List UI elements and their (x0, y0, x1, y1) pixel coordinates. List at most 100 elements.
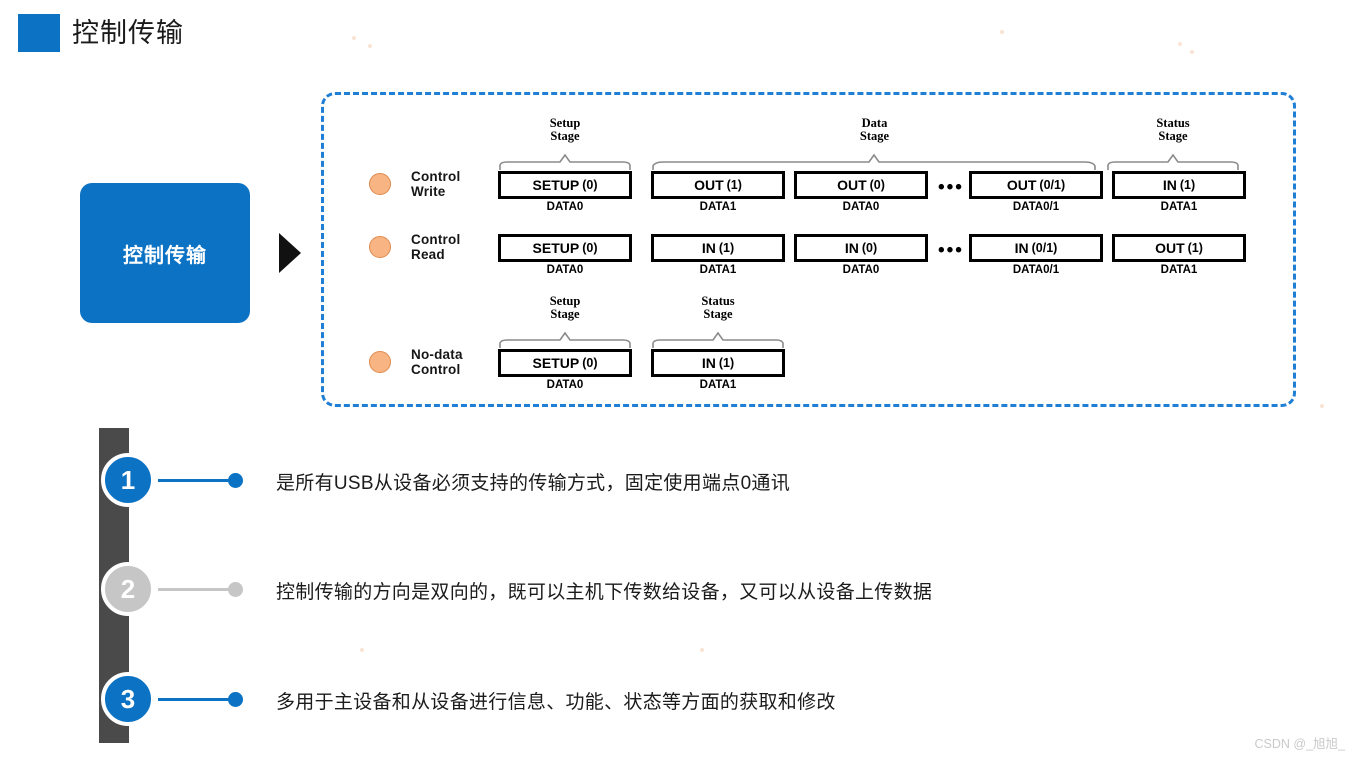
packet-name: IN (1014, 240, 1029, 256)
packet-name: SETUP (532, 177, 580, 193)
stage-label-line2: Stage (859, 129, 890, 143)
packet-value: (0) (861, 241, 878, 255)
control-transfer-card-label: 控制传输 (123, 244, 207, 267)
control-transfer-card: 控制传输 (80, 183, 250, 323)
stage-bracket-setup: Setup Stage (498, 295, 632, 349)
packet-name: OUT (837, 177, 867, 193)
stage-label-line2: Stage (703, 307, 733, 321)
packet-name: SETUP (532, 355, 580, 371)
list-number-label: 1 (120, 464, 136, 495)
list-connector-dot (228, 473, 243, 488)
packet-name: OUT (694, 177, 724, 193)
packet-data-label: DATA0 (546, 379, 584, 391)
list-connector-dot (228, 582, 243, 597)
decor-dot (1190, 50, 1194, 54)
packet-value: (0/1) (1039, 178, 1066, 192)
stage-label-line1: Setup (549, 294, 581, 308)
list-number-label: 3 (120, 683, 136, 714)
packet-data-label: DATA1 (699, 264, 737, 276)
list-item-text: 是所有USB从设备必须支持的传输方式，固定使用端点0通讯 (276, 473, 791, 494)
row-label-line2: Control (411, 362, 461, 377)
packet-value: (0) (582, 356, 598, 370)
packet-ellipsis: ••• (938, 240, 964, 261)
row-bullet-icon (369, 236, 391, 258)
packet-value: (0/1) (1031, 241, 1058, 255)
list-item-text: 多用于主设备和从设备进行信息、功能、状态等方面的获取和修改 (276, 692, 836, 713)
usb-control-transfer-diagram: Control Write Setup Stage Data Stage (321, 92, 1296, 407)
decor-dot (352, 36, 356, 40)
packet-value: (0) (582, 241, 598, 255)
stage-bracket-setup: Setup Stage (498, 117, 632, 171)
packet-box: IN (1) (651, 349, 785, 377)
list-connector-line (158, 588, 234, 591)
packet-name: OUT (1006, 177, 1037, 193)
row-bullet-icon (369, 351, 391, 373)
stage-label-line2: Stage (1158, 129, 1188, 143)
list-number-label: 2 (120, 573, 136, 604)
packet-data-label: DATA1 (699, 379, 737, 391)
packet-data-label: DATA0/1 (1012, 264, 1060, 276)
play-triangle-icon (279, 233, 301, 273)
bracket-shape-icon (499, 331, 631, 348)
packet-box: OUT (0/1) (969, 171, 1103, 199)
bracket-shape-icon (1107, 153, 1239, 170)
decor-dot (360, 648, 364, 652)
row-label-line2: Write (411, 184, 446, 199)
decor-dot (1178, 42, 1182, 46)
stage-label-line2: Stage (550, 307, 580, 321)
stage-bracket-status: Status Stage (651, 295, 785, 349)
packet-name: OUT (1155, 240, 1185, 256)
list-item-number-2: 2 (101, 562, 155, 616)
stage-bracket-status: Status Stage (1106, 117, 1240, 171)
bracket-shape-icon (499, 153, 631, 170)
page-title: 控制传输 (72, 18, 184, 48)
packet-data-label: DATA0/1 (1012, 201, 1060, 213)
row-label-line1: No-data (411, 347, 463, 362)
packet-box: OUT (0) (794, 171, 928, 199)
packet-data-label: DATA0 (842, 264, 880, 276)
decor-dot (368, 44, 372, 48)
packet-name: IN (1162, 177, 1177, 193)
packet-name: IN (701, 240, 716, 256)
row-label-line1: Control (411, 232, 461, 247)
header-accent-square (18, 14, 60, 52)
packet-data-label: DATA1 (1160, 201, 1198, 213)
packet-box: SETUP (0) (498, 349, 632, 377)
packet-name: IN (701, 355, 716, 371)
decor-dot (1000, 30, 1004, 34)
decor-dot (700, 648, 704, 652)
decor-dot (1320, 404, 1324, 408)
packet-ellipsis: ••• (938, 177, 964, 198)
packet-box: OUT (1) (651, 171, 785, 199)
packet-box: IN (0/1) (969, 234, 1103, 262)
packet-box: IN (1) (1112, 171, 1246, 199)
packet-value: (1) (1179, 178, 1196, 192)
packet-box: SETUP (0) (498, 171, 632, 199)
watermark: CSDN @_旭旭_ (1254, 737, 1346, 751)
packet-data-label: DATA1 (1160, 264, 1198, 276)
list-connector-dot (228, 692, 243, 707)
list-connector-line (158, 698, 234, 701)
packet-box: IN (1) (651, 234, 785, 262)
stage-label-line1: Data (861, 116, 888, 130)
packet-name: SETUP (532, 240, 580, 256)
stage-label-line2: Stage (550, 129, 580, 143)
list-item-number-3: 3 (101, 672, 155, 726)
packet-value: (1) (718, 356, 735, 370)
list-connector-line (158, 479, 234, 482)
bracket-shape-icon (652, 331, 784, 348)
packet-name: IN (844, 240, 859, 256)
row-bullet-icon (369, 173, 391, 195)
packet-data-label: DATA0 (842, 201, 880, 213)
packet-value: (1) (718, 241, 735, 255)
stage-label-line1: Setup (549, 116, 581, 130)
stage-label-line1: Status (1156, 116, 1190, 130)
packet-data-label: DATA0 (546, 264, 584, 276)
stage-label-line1: Status (701, 294, 735, 308)
packet-data-label: DATA1 (699, 201, 737, 213)
packet-value: (1) (726, 178, 742, 192)
bracket-shape-icon (652, 153, 1096, 170)
packet-box: IN (0) (794, 234, 928, 262)
packet-box: OUT (1) (1112, 234, 1246, 262)
